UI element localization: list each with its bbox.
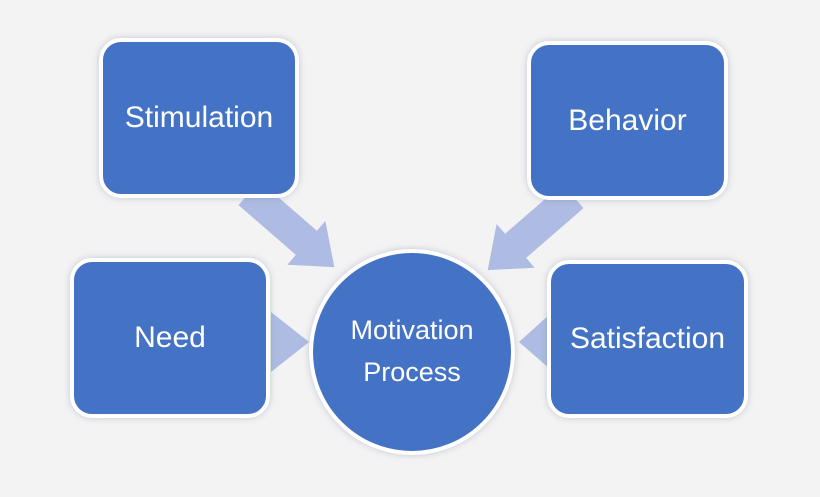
node-behavior-label: Behavior — [568, 103, 687, 137]
node-satisfaction: Satisfaction — [547, 260, 748, 418]
arrow-stimulation-to-center-icon — [238, 180, 335, 268]
arrow-need-to-center-icon — [271, 312, 309, 372]
node-stimulation-label: Stimulation — [124, 101, 274, 134]
arrow-satisfaction-to-center-icon — [519, 314, 550, 369]
center-label-line1: Motivation — [350, 315, 474, 346]
node-stimulation: Stimulation — [99, 38, 299, 198]
node-need-label: Need — [134, 321, 206, 354]
node-motivation-process-label: Motivation Process — [350, 310, 473, 394]
node-need: Need — [70, 258, 270, 418]
center-label-line2: Process — [363, 357, 461, 387]
arrow-behavior-to-center-icon — [487, 183, 584, 271]
node-behavior: Behavior — [527, 41, 728, 200]
node-motivation-process: Motivation Process — [309, 249, 515, 455]
node-satisfaction-label: Satisfaction — [569, 322, 726, 355]
